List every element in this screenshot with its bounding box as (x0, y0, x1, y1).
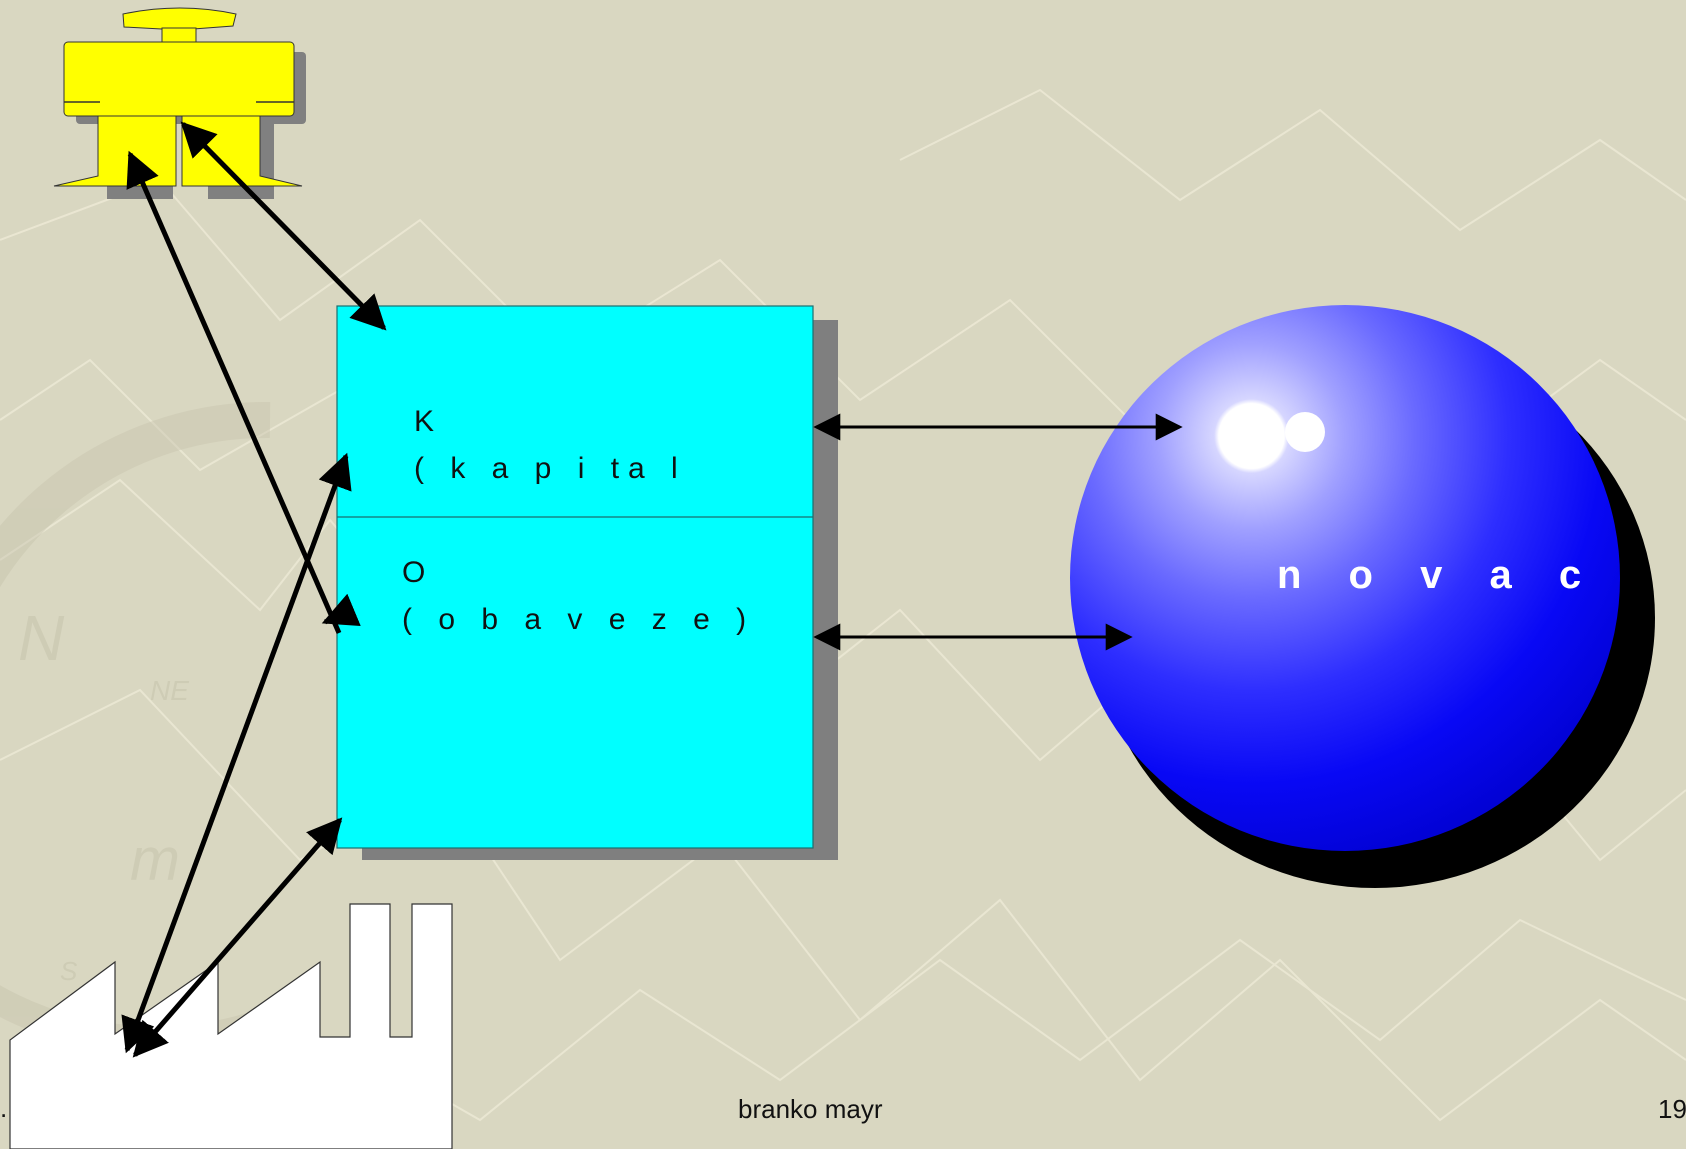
sphere-highlight (1285, 412, 1325, 452)
obligations-word: ( o b a v e z e ) (402, 603, 756, 636)
footer-page-number: 19 (1658, 1094, 1686, 1124)
capital-word: ( k a p i ta l (414, 452, 687, 485)
arrow-person-capital (180, 121, 387, 331)
svg-text:N: N (18, 602, 65, 674)
footer-left: . (0, 1093, 8, 1123)
obligations-letter: O (402, 556, 426, 589)
person-icon (53, 7, 306, 199)
money-label: n o v a c (1277, 553, 1600, 597)
arrow-factory-box-bottom (132, 817, 343, 1058)
money-sphere (1070, 305, 1620, 851)
connector-arrows (121, 121, 387, 1058)
svg-text:NE: NE (150, 675, 189, 706)
arrow-factory-capital (121, 452, 352, 1054)
svg-text:m: m (130, 826, 180, 893)
capital-letter: K (414, 405, 435, 438)
factory-icon (9, 903, 453, 1149)
footer-author: branko mayr (738, 1094, 883, 1124)
svg-text:S: S (60, 956, 78, 986)
capital-liabilities-box (336, 305, 814, 849)
money-arrows (813, 413, 1183, 651)
